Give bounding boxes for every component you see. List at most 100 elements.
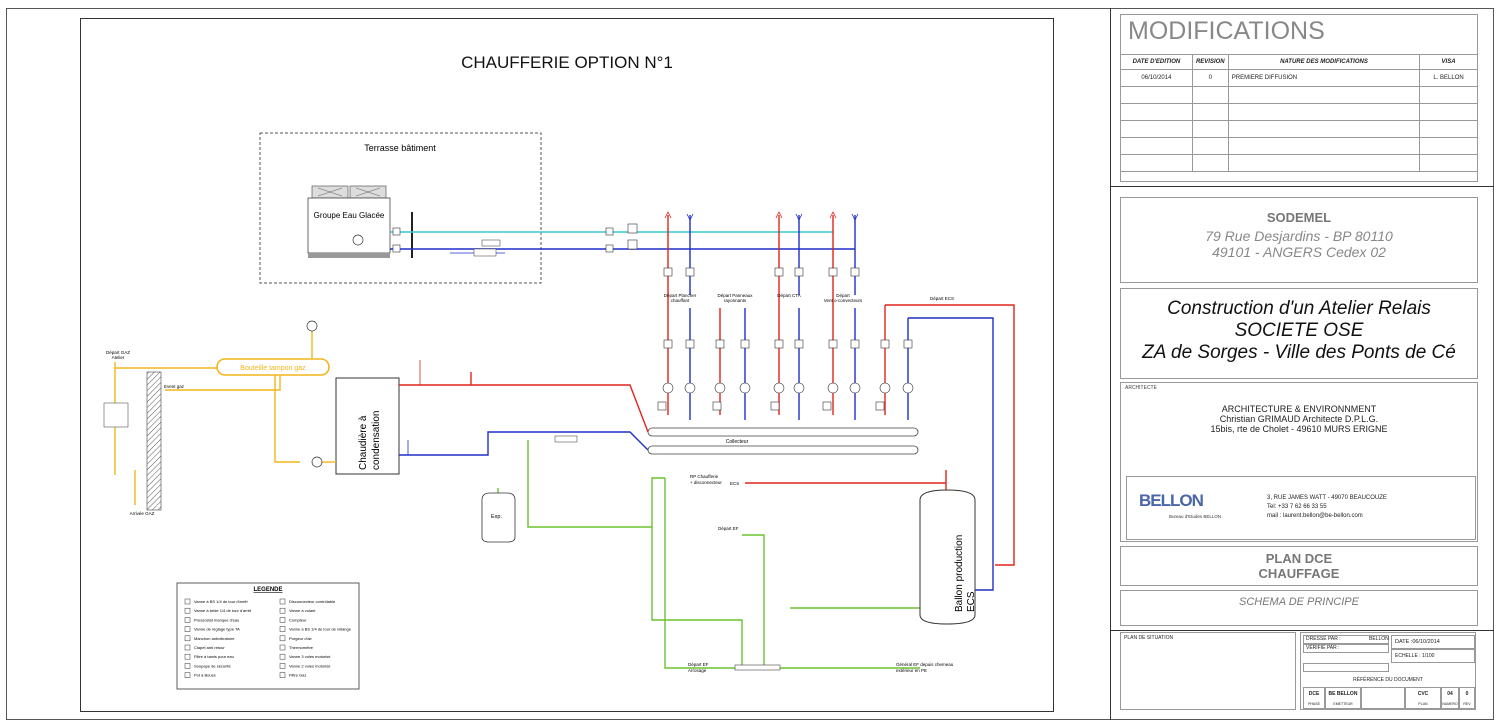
project-line-2: SOCIETE OSE <box>1234 320 1364 341</box>
plan-title-1: PLAN DCE <box>1265 551 1333 566</box>
modifications-row <box>1120 86 1478 104</box>
branch-arrows <box>664 211 859 221</box>
modifications-row <box>1120 154 1478 172</box>
legend-symbol-icon <box>279 598 286 605</box>
architect-label: ARCHITECTE <box>1125 385 1157 391</box>
modifications-row <box>1120 103 1478 121</box>
label-depart-panneaux: Départ Panneaux <box>717 293 753 298</box>
modifications-cell: L. BELLON <box>1419 69 1478 87</box>
project-line-1: Construction d'un Atelier Relais <box>1167 298 1431 319</box>
legend-item: Clapet anti retour <box>194 645 225 650</box>
svg-text:chauffant: chauffant <box>671 298 690 303</box>
modifications-header: DATE D'EDITION <box>1120 54 1193 70</box>
gas-filter <box>311 456 323 468</box>
label-depart-vent: Départ <box>836 293 850 298</box>
label-depart-ecs: Départ ECS <box>930 296 954 301</box>
legend-symbol-icon <box>184 607 191 614</box>
schematic: CHAUFFERIE OPTION N°1 Terrasse bâtiment … <box>103 53 1015 690</box>
gas-buffer-label: Bouteille tampon gaz <box>240 365 306 372</box>
architect-line-3: 15bis, rte de Cholet - 49610 MURS ERIGNE <box>1210 424 1388 434</box>
reference-label: RÉFÉRENCE DU DOCUMENT <box>1353 677 1423 683</box>
legend-item: Disconnecteur contrôlable <box>289 599 336 604</box>
wall <box>146 371 162 511</box>
svg-text:Atelier: Atelier <box>112 355 125 360</box>
bet-logo: BELLON <box>1139 491 1204 510</box>
client-box: SODEMEL 79 Rue Desjardins - BP 80110 491… <box>1120 197 1478 283</box>
legend-item: Soupape de sécurité <box>194 663 231 668</box>
reference-value: BE BELLON <box>1328 691 1358 697</box>
plan-title-2: CHAUFFAGE <box>1258 566 1340 581</box>
valves <box>392 223 914 411</box>
legend-item: Vanne à BS 1/4 de tour de vidange <box>289 627 352 632</box>
modifications-title: MODIFICATIONS <box>1128 17 1325 45</box>
modifications-cell <box>1419 86 1478 104</box>
ecs-tank-label-2: ECS <box>966 591 977 612</box>
project-box: Construction d'un Atelier Relais SOCIETE… <box>1120 288 1478 379</box>
boiler-label-2: condensation <box>371 411 382 471</box>
reference-caption: PLAN <box>1418 702 1428 706</box>
chiller-unit <box>307 185 391 258</box>
plan-situation-box <box>1120 632 1296 710</box>
drawing-area <box>80 18 1054 712</box>
document-ref-box: DRESSÉ PAR : BELLON VÉRIFIÉ PAR : DATE :… <box>1300 632 1476 710</box>
legend-symbol-icon <box>184 644 191 651</box>
bet-mail: mail : laurent.bellon@be-bellon.com <box>1267 513 1363 519</box>
modifications-cell <box>1419 137 1478 155</box>
svg-text:rayonnants: rayonnants <box>724 298 747 303</box>
expansion-label: Exp. <box>491 514 502 520</box>
legend-item: Pressostat manque d'eau <box>194 617 239 622</box>
architect-line-1: ARCHITECTURE & ENVIRONNMENT <box>1221 404 1377 414</box>
reference-value: DCE <box>1308 691 1320 697</box>
reference-caption: NUMERO <box>1442 702 1458 706</box>
architect-box: ARCHITECTE ARCHITECTURE & ENVIRONNMENT C… <box>1120 382 1478 542</box>
title-block <box>1110 8 1494 720</box>
legend-item: Compteur <box>289 617 307 622</box>
modifications-row <box>1120 137 1478 155</box>
chiller-label: Groupe Eau Glacée <box>314 211 385 220</box>
legend-item: Vanne 3 voies motorisé <box>289 654 331 659</box>
reference-value: 0 <box>1465 691 1469 697</box>
legend-symbol-icon <box>279 644 286 651</box>
modifications-header: VISA <box>1419 54 1478 70</box>
svg-text:Vent o-convecteurs: Vent o-convecteurs <box>824 298 863 303</box>
label-arrivee-gaz: Arrivée GAZ <box>130 511 155 516</box>
legend-symbol-icon <box>279 607 286 614</box>
label-depart-ef-arrosage: Départ EF <box>688 662 709 667</box>
legend-item: Vanne 2 voies motorisé <box>289 663 331 668</box>
client-address-2: 49101 - ANGERS Cedex 02 <box>1212 244 1386 260</box>
legend-symbol-icon <box>279 653 286 660</box>
label-event-gaz: Event gaz <box>164 384 185 389</box>
svg-text:extérieur en PE: extérieur en PE <box>896 668 927 673</box>
modifications-cell <box>1120 154 1193 172</box>
legend-item: Vanne de réglage type TA <box>194 627 240 632</box>
legend-symbol-icon <box>184 617 191 623</box>
modifications-cell <box>1419 154 1478 172</box>
verifie-par: VÉRIFIÉ PAR : <box>1306 645 1340 651</box>
legend-symbol-icon <box>184 672 191 678</box>
reference-caption: REV <box>1463 702 1471 706</box>
reference-caption: PHASE <box>1308 702 1320 706</box>
boiler-circuit <box>399 360 649 456</box>
client-name: SODEMEL <box>1266 210 1332 225</box>
modifications-cell <box>1191 120 1229 138</box>
label-depart-gaz: Départ GAZ <box>106 350 130 355</box>
legend-symbol-icon <box>279 672 286 678</box>
terrasse-label: Terrasse bâtiment <box>364 143 436 153</box>
bet-box: BELLON Bureau d'Etudes BELLON 3, RUE JAM… <box>1126 476 1476 540</box>
terrasse-zone <box>259 132 542 284</box>
chilled-water-network <box>390 231 855 257</box>
label-general-ef: Général EF depuis chemeau <box>896 662 954 667</box>
legend-item: Vanne à volant <box>289 608 316 613</box>
gas-box <box>103 402 129 428</box>
modifications-cell <box>1120 103 1193 121</box>
ecs-tank <box>919 489 976 625</box>
modifications-cell: PREMIERE DIFFUSION <box>1227 69 1421 87</box>
gas-buffer-bottle <box>216 358 330 376</box>
modifications-header: NATURE DES MODIFICATIONS <box>1227 54 1421 70</box>
modifications-cell <box>1227 103 1421 121</box>
